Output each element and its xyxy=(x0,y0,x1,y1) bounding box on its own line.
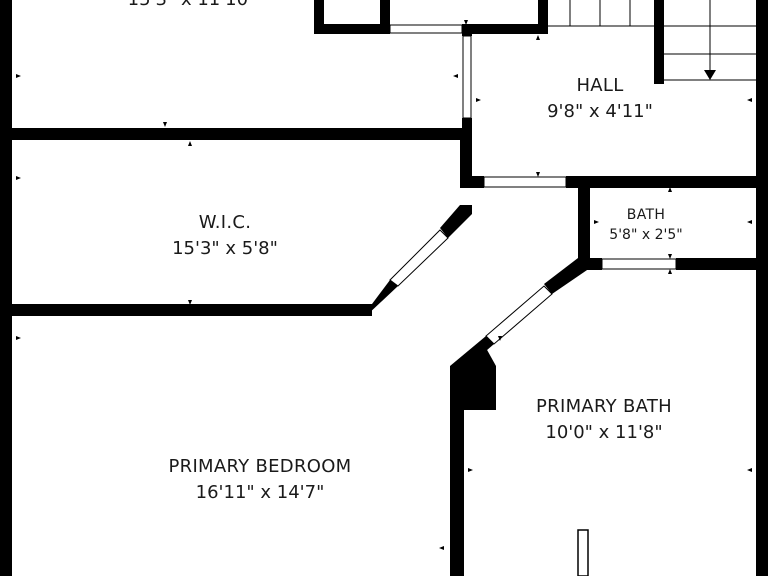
door-closet xyxy=(389,24,463,34)
tick xyxy=(464,20,468,25)
tick xyxy=(668,254,672,259)
fixture-block xyxy=(460,348,496,410)
tick xyxy=(188,141,192,146)
wall-closet-right xyxy=(380,0,390,34)
wall-top-room-wic xyxy=(12,128,472,140)
wall-diagonal-lower xyxy=(366,280,398,316)
wall-bath-left xyxy=(578,176,590,270)
doors xyxy=(389,24,677,345)
tick xyxy=(536,35,540,40)
stairs xyxy=(548,0,756,81)
bath-fixture-outline xyxy=(577,529,589,577)
wall-stair-left xyxy=(654,0,664,84)
tick xyxy=(498,336,502,341)
room-bath-name: BATH xyxy=(626,207,666,223)
wall-hall-top-post xyxy=(538,0,548,34)
room-primary-bedroom: PRIMARY BEDROOM 16'11" x 14'7" xyxy=(168,454,351,506)
room-primary-bath-dimensions: 10'0" x 11'8" xyxy=(545,422,663,444)
wall-bath-diagonal xyxy=(544,258,590,294)
tick xyxy=(163,122,167,127)
room-wic-dimensions: 15'3" x 5'8" xyxy=(172,238,278,260)
tick xyxy=(747,98,752,102)
room-hall-name: HALL xyxy=(576,75,624,96)
room-primary-bedroom-name: PRIMARY BEDROOM xyxy=(168,456,352,477)
door-primary-bath-diagonal xyxy=(485,285,553,345)
room-hall-dimensions: 9'8" x 4'11" xyxy=(547,101,653,123)
tick xyxy=(16,74,21,78)
tick xyxy=(16,176,21,180)
tick xyxy=(453,74,458,78)
tick xyxy=(668,269,672,274)
room-wic: W.I.C. 15'3" x 5'8" xyxy=(172,210,278,262)
room-hall: HALL 9'8" x 4'11" xyxy=(547,73,653,125)
door-bath xyxy=(601,258,677,270)
door-hall-bottom xyxy=(483,176,567,188)
tick xyxy=(536,172,540,177)
wall-diagonal-upper xyxy=(440,205,472,238)
room-top-dimensions: 15'3" x 11'10" xyxy=(128,0,257,13)
wall-hall-bottom-right xyxy=(566,176,768,188)
stairs-down-arrow-icon xyxy=(704,70,716,80)
room-bath-dimensions: 5'8" x 2'5" xyxy=(609,227,683,244)
tick xyxy=(747,468,752,472)
tick xyxy=(476,98,481,102)
wall-closet-left xyxy=(314,0,324,34)
room-primary-bath-name: PRIMARY BATH xyxy=(536,396,672,417)
wall-hall-top xyxy=(462,24,548,34)
wall-left-exterior xyxy=(0,0,12,576)
tick xyxy=(594,220,599,224)
tick xyxy=(439,546,444,550)
wall-bath-bottom-right xyxy=(676,258,768,270)
tick xyxy=(468,468,473,472)
tick xyxy=(668,187,672,192)
room-bath: BATH 5'8" x 2'5" xyxy=(609,205,682,246)
wall-wic-bottom xyxy=(12,304,372,316)
room-primary-bedroom-dimensions: 16'11" x 14'7" xyxy=(195,482,325,504)
door-top-room-hall xyxy=(462,35,472,119)
room-primary-bath: PRIMARY BATH 10'0" x 11'8" xyxy=(536,394,672,446)
door-wic-diagonal xyxy=(389,229,449,287)
dimension-tick-icon xyxy=(16,20,752,550)
wall-hall-bottom-left xyxy=(460,176,484,188)
tick xyxy=(16,336,21,340)
room-top: 15'3" x 11'10" xyxy=(128,0,257,13)
wall-closet-bottom xyxy=(314,24,390,34)
tick xyxy=(188,300,192,305)
wall-hall-left-stub xyxy=(462,24,472,36)
wall-right-exterior xyxy=(756,0,768,576)
room-wic-name: W.I.C. xyxy=(198,212,252,233)
tick xyxy=(747,220,752,224)
wall-wic-right xyxy=(460,128,472,188)
